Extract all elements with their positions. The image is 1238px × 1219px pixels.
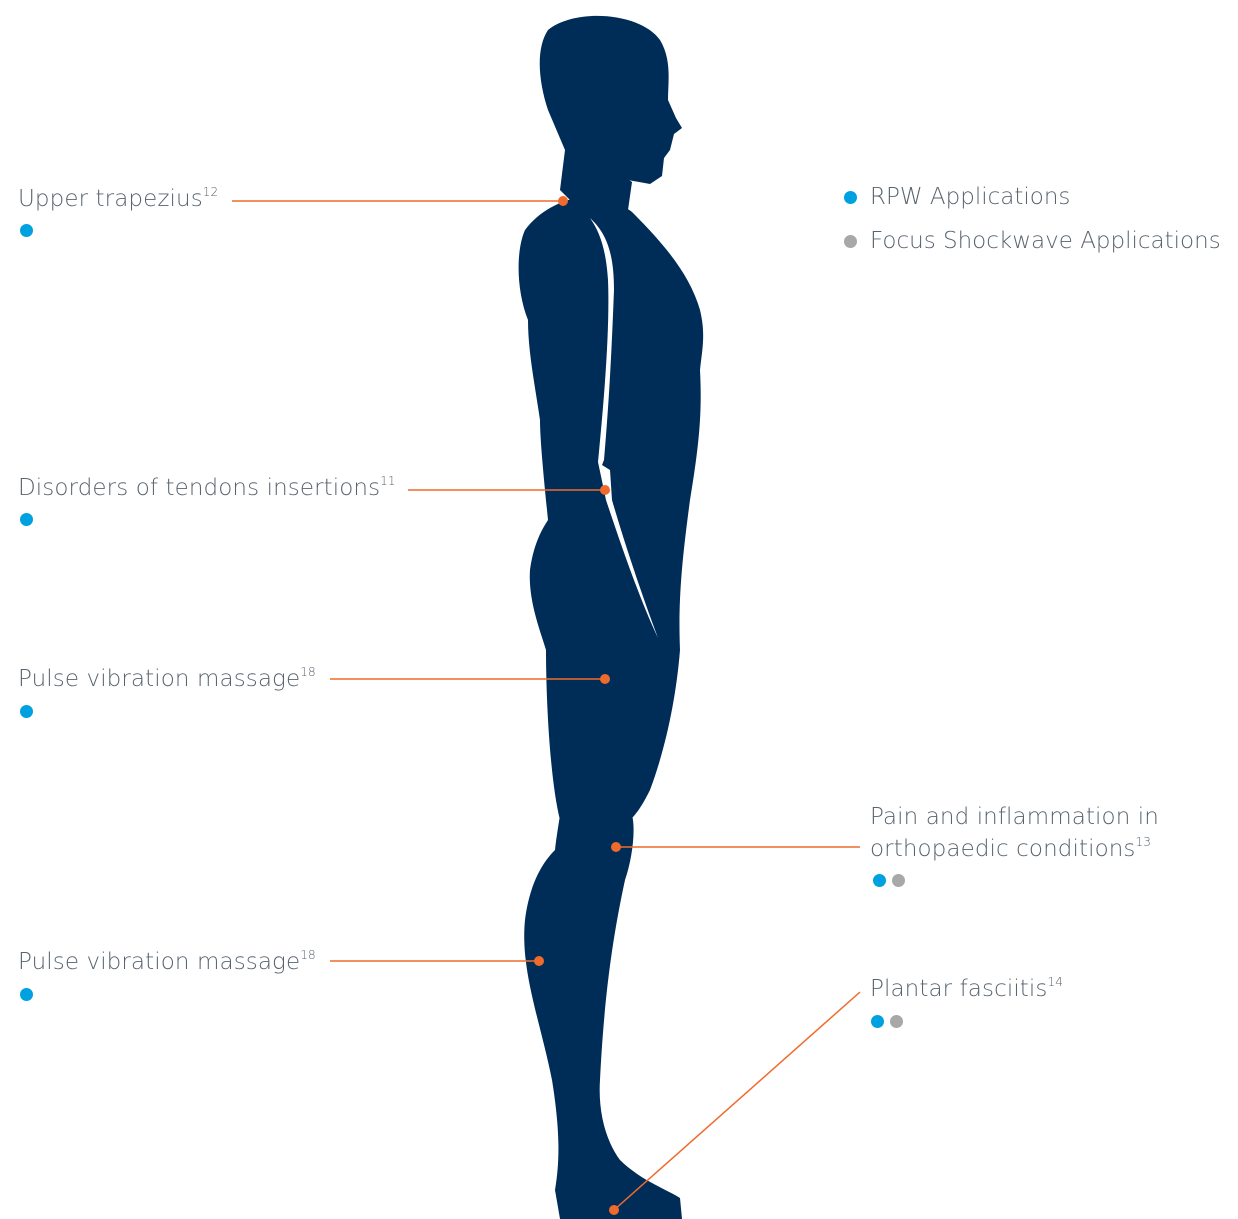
callout-text-line2: orthopaedic conditions <box>870 836 1136 862</box>
rpw-dot <box>20 705 33 718</box>
callout-pain-inflammation: Pain and inflammation in orthopaedic con… <box>870 801 1159 865</box>
focus-dot <box>892 874 905 887</box>
reference-number: 11 <box>380 474 395 488</box>
rpw-dot <box>20 224 33 237</box>
anchor-upper-trapezius <box>558 196 568 206</box>
legend-label: Focus Shockwave Applications <box>870 228 1221 254</box>
rpw-dot <box>844 191 857 204</box>
silhouette <box>519 16 704 1219</box>
callout-text: Pulse vibration massage <box>18 666 300 692</box>
reference-number: 13 <box>1136 835 1151 849</box>
focus-dot <box>890 1015 903 1028</box>
callout-text: Pulse vibration massage <box>18 949 300 975</box>
anchor-plantar <box>609 1205 619 1215</box>
focus-dot <box>844 235 857 248</box>
callout-tendons: Disorders of tendons insertions11 <box>18 472 396 504</box>
application-dots <box>20 513 33 527</box>
legend-item-focus: Focus Shockwave Applications <box>844 228 1221 254</box>
leader-plantar <box>614 992 860 1210</box>
reference-number: 18 <box>300 948 315 962</box>
reference-number: 12 <box>203 185 218 199</box>
anchor-massage-thigh <box>600 674 610 684</box>
rpw-dot <box>20 513 33 526</box>
callout-plantar: Plantar fasciitis14 <box>870 973 1063 1005</box>
application-dots <box>873 874 905 888</box>
callout-text: Plantar fasciitis <box>870 976 1048 1002</box>
callout-text: Upper trapezius <box>18 186 203 212</box>
legend-label: RPW Applications <box>870 184 1070 210</box>
callout-text: Disorders of tendons insertions <box>18 475 380 501</box>
application-dots <box>20 988 33 1002</box>
callout-massage-calf: Pulse vibration massage18 <box>18 946 316 978</box>
callout-upper-trapezius: Upper trapezius12 <box>18 183 218 215</box>
application-dots <box>20 224 33 238</box>
legend-item-rpw: RPW Applications <box>844 184 1070 210</box>
rpw-dot <box>873 874 886 887</box>
reference-number: 18 <box>300 665 315 679</box>
application-dots <box>871 1015 903 1029</box>
callout-text-line1: Pain and inflammation in <box>870 801 1159 833</box>
application-dots <box>20 705 33 719</box>
callout-massage-thigh: Pulse vibration massage18 <box>18 663 316 695</box>
anchor-massage-calf <box>534 956 544 966</box>
rpw-dot <box>871 1015 884 1028</box>
anchor-pain-inflammation <box>611 842 621 852</box>
rpw-dot <box>20 988 33 1001</box>
reference-number: 14 <box>1048 975 1063 989</box>
anchor-tendons <box>600 485 610 495</box>
